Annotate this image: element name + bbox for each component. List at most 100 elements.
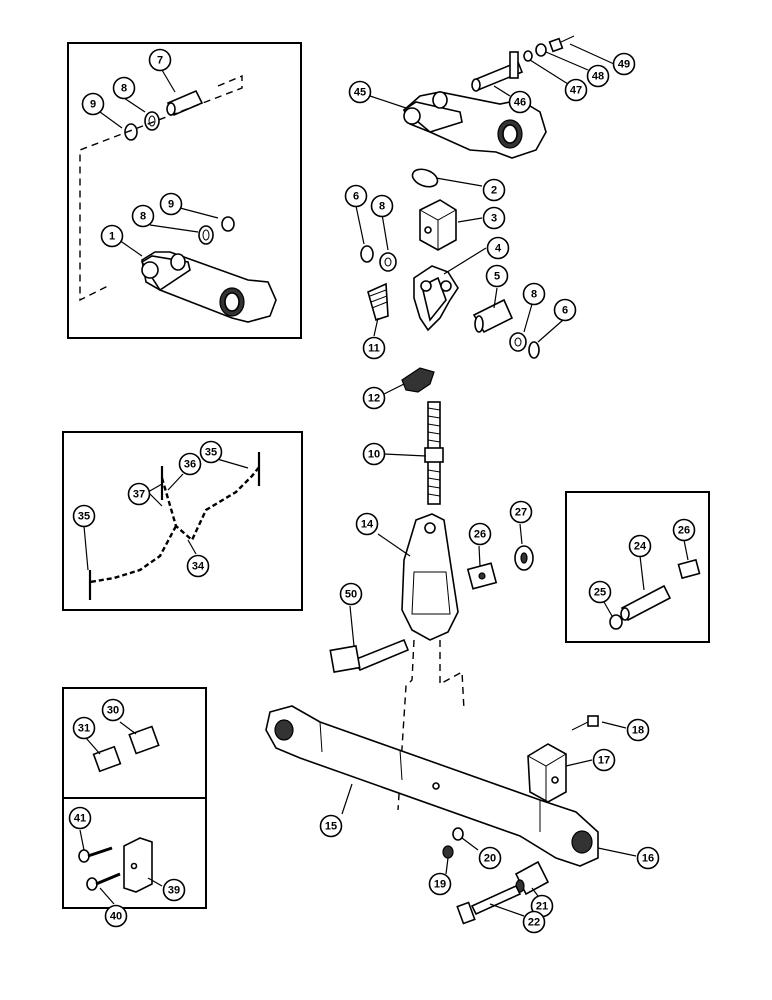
callout-41: 41 [68,806,92,830]
callout-7: 7 [148,48,172,72]
callout-label: 7 [157,55,163,67]
callout-label: 11 [368,343,380,355]
callout-35: 35 [72,504,96,528]
callout-circle [672,518,696,542]
callout-12: 12 [362,386,386,410]
part-nut-20 [452,827,464,841]
callout-circle [101,698,125,722]
callout-label: 18 [632,725,644,737]
callout-circle [100,224,124,248]
dashed-guide-lift-arm [79,74,243,302]
inset-box-check-chain [62,431,303,611]
part-washer-8-lower [198,225,214,245]
callout-49: 49 [612,52,636,76]
callout-circle [68,806,92,830]
part-lift-arm-1 [140,251,277,323]
callout-label: 34 [192,561,205,573]
callout-label: 41 [74,813,86,825]
callout-14: 14 [355,512,379,536]
callout-circle [370,194,394,218]
part-pin-5 [472,298,514,334]
callout-label: 6 [562,305,568,317]
callout-2: 2 [482,178,506,202]
callout-label: 9 [90,99,96,111]
callout-48: 48 [586,64,610,88]
part-bushing-30 [128,725,160,755]
callout-circle [159,192,183,216]
callout-label: 49 [618,59,630,71]
callout-9: 9 [159,192,183,216]
callout-18: 18 [626,718,650,742]
callout-label: 12 [368,393,380,405]
callout-group: 7898914546474849234685861112103536373534… [68,48,696,934]
callout-47: 47 [564,78,588,102]
part-bracket-17 [527,743,567,803]
leader-lines [79,43,689,917]
part-clevis-14 [401,513,459,641]
callout-label: 36 [184,459,196,471]
callout-circle [127,482,151,506]
part-pin-46 [471,51,524,92]
callout-circle [522,282,546,306]
callout-label: 47 [570,85,582,97]
callout-circle [586,64,610,88]
callout-circle [162,878,186,902]
part-clip-12 [401,367,435,393]
part-plate-26-center [466,562,498,590]
part-bolt-18 [571,715,599,731]
callout-50: 50 [339,582,363,606]
callout-6: 6 [344,184,368,208]
callout-circle [131,204,155,228]
part-chain-34 [88,452,261,600]
part-lift-arm-45 [402,91,547,159]
callout-label: 20 [484,853,496,865]
callout-label: 21 [536,901,548,913]
callout-label: 30 [107,705,119,717]
callout-circle [626,718,650,742]
callout-30: 30 [101,698,125,722]
callout-label: 26 [678,525,690,537]
callout-label: 8 [140,211,146,223]
callout-circle [344,184,368,208]
callout-label: 39 [168,885,180,897]
callout-label: 9 [168,199,174,211]
callout-3: 3 [482,206,506,230]
callout-40: 40 [104,904,128,928]
callout-label: 31 [78,723,90,735]
callout-label: 10 [368,449,380,461]
callout-15: 15 [319,814,343,838]
callout-circle [362,386,386,410]
part-plate-39 [123,837,153,893]
part-threaded-rod-10 [424,401,444,505]
callout-5: 5 [485,264,509,288]
part-washer-6-right [528,341,540,359]
part-clevis-4 [413,265,459,332]
callout-35: 35 [199,440,223,464]
callout-circle [72,504,96,528]
part-washer-27 [514,545,534,571]
callout-8: 8 [112,76,136,100]
callout-circle [636,846,660,870]
part-pin-24 [620,584,672,622]
callout-label: 14 [361,519,374,531]
callout-label: 40 [110,911,122,923]
callout-label: 46 [514,97,526,109]
callout-label: 24 [634,541,647,553]
callout-17: 17 [592,748,616,772]
callout-circle [509,500,533,524]
part-lower-link-15 [265,705,599,867]
callout-circle [148,48,172,72]
callout-label: 8 [121,83,127,95]
part-ring-9-lower [221,216,235,232]
callout-4: 4 [486,236,510,260]
part-nut-19 [442,845,454,859]
callout-37: 37 [127,482,151,506]
inset-box-pin-kit [565,491,710,643]
callout-circle [319,814,343,838]
part-washer-47 [523,50,533,62]
callout-label: 45 [354,87,366,99]
callout-label: 2 [491,185,497,197]
callout-label: 25 [594,587,606,599]
part-washer-8-right [509,332,527,352]
callout-26: 26 [468,522,492,546]
